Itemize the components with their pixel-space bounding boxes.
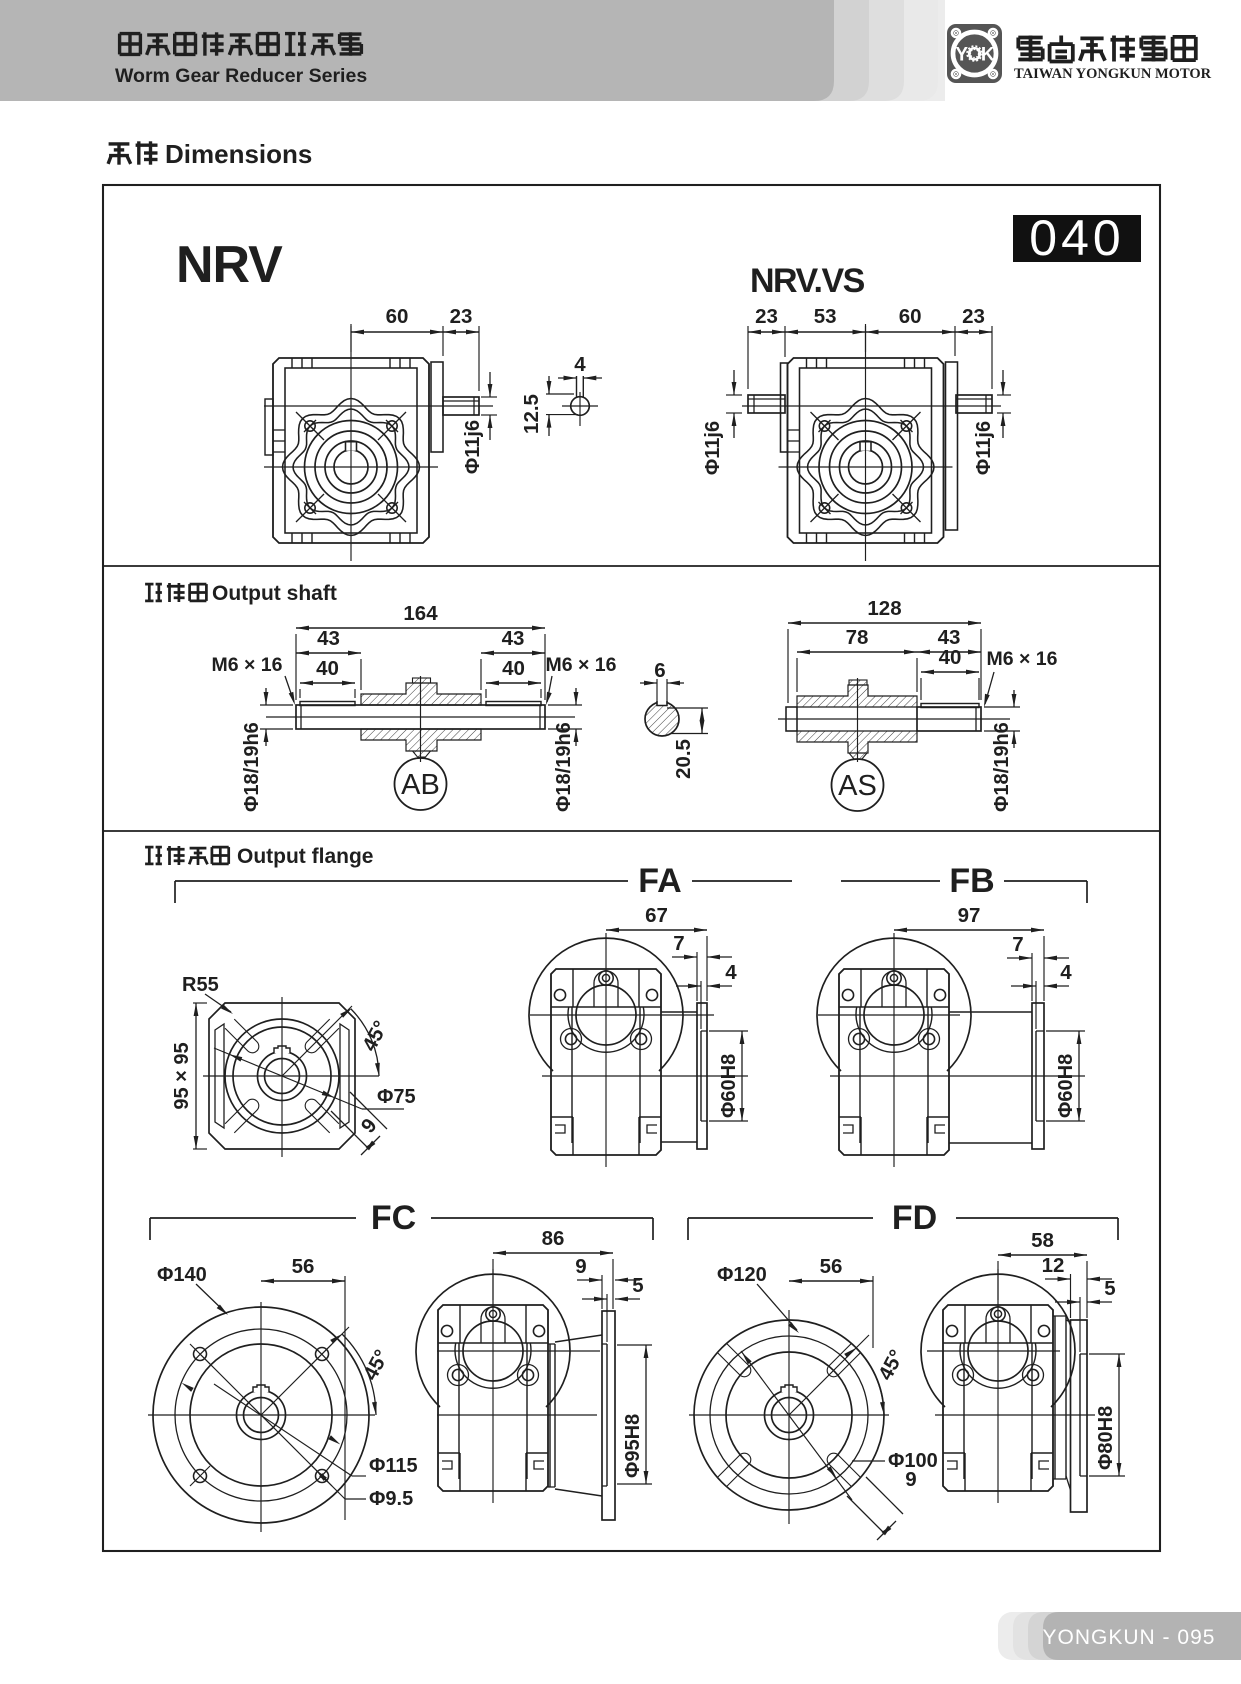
svg-text:7: 7 — [1012, 933, 1023, 956]
svg-text:Φ11j6: Φ11j6 — [702, 421, 724, 475]
svg-text:FC: FC — [371, 1199, 416, 1237]
svg-text:TAIWAN YONGKUN MOTOR: TAIWAN YONGKUN MOTOR — [1014, 66, 1212, 82]
svg-text:M6 × 16: M6 × 16 — [986, 648, 1057, 670]
svg-text:NRV.VS: NRV.VS — [750, 262, 865, 300]
svg-text:Φ120: Φ120 — [717, 1264, 767, 1286]
svg-text:43: 43 — [938, 626, 961, 649]
svg-text:Φ11j6: Φ11j6 — [973, 421, 995, 475]
svg-text:Φ140: Φ140 — [157, 1264, 207, 1286]
svg-text:78: 78 — [846, 626, 869, 649]
svg-text:97: 97 — [958, 904, 981, 927]
svg-text:40: 40 — [502, 657, 525, 680]
svg-text:7: 7 — [673, 932, 684, 955]
svg-text:5: 5 — [632, 1274, 643, 1297]
svg-text:Worm Gear Reducer Series: Worm Gear Reducer Series — [115, 65, 367, 87]
svg-text:58: 58 — [1031, 1229, 1054, 1252]
svg-text:Φ60H8: Φ60H8 — [718, 1054, 740, 1118]
svg-text:23: 23 — [450, 305, 473, 328]
svg-text:56: 56 — [820, 1255, 843, 1278]
svg-text:9: 9 — [575, 1255, 586, 1278]
svg-text:6: 6 — [654, 659, 665, 682]
svg-text:12.5: 12.5 — [520, 394, 543, 434]
svg-text:Φ75: Φ75 — [377, 1086, 416, 1108]
svg-text:40: 40 — [316, 657, 339, 680]
svg-text:FD: FD — [892, 1199, 937, 1237]
svg-text:4: 4 — [1060, 961, 1072, 984]
svg-text:23: 23 — [962, 305, 985, 328]
svg-text:45°: 45° — [358, 1017, 393, 1055]
svg-text:Φ95H8: Φ95H8 — [622, 1414, 644, 1478]
svg-text:AB: AB — [401, 769, 440, 801]
svg-text:60: 60 — [386, 305, 409, 328]
svg-text:43: 43 — [502, 627, 525, 650]
svg-text:4: 4 — [725, 961, 737, 984]
svg-text:Φ18/19h6: Φ18/19h6 — [991, 722, 1013, 812]
svg-text:M6 × 16: M6 × 16 — [211, 654, 282, 676]
svg-text:43: 43 — [317, 627, 340, 650]
svg-text:Φ9.5: Φ9.5 — [369, 1488, 413, 1510]
svg-text:95 × 95: 95 × 95 — [171, 1042, 193, 1109]
svg-text:53: 53 — [814, 305, 837, 328]
svg-text:60: 60 — [899, 305, 922, 328]
svg-text:9: 9 — [357, 1114, 382, 1138]
svg-text:YONGKUN - 095: YONGKUN - 095 — [1043, 1626, 1216, 1649]
svg-text:23: 23 — [755, 305, 778, 328]
svg-text:20.5: 20.5 — [672, 739, 695, 779]
svg-text:Dimensions: Dimensions — [165, 139, 312, 169]
svg-text:Φ18/19h6: Φ18/19h6 — [241, 722, 263, 812]
svg-text:R55: R55 — [182, 974, 219, 996]
svg-text:YOK: YOK — [955, 45, 994, 66]
svg-text:Φ80H8: Φ80H8 — [1095, 1406, 1117, 1470]
svg-text:NRV: NRV — [176, 236, 283, 294]
svg-text:Φ115: Φ115 — [369, 1455, 418, 1477]
svg-text:164: 164 — [403, 602, 438, 625]
svg-text:45°: 45° — [359, 1346, 394, 1384]
svg-text:Output flange: Output flange — [237, 845, 373, 868]
svg-text:12: 12 — [1042, 1254, 1065, 1277]
svg-text:Output shaft: Output shaft — [212, 582, 337, 605]
svg-text:4: 4 — [574, 353, 586, 376]
svg-text:56: 56 — [292, 1255, 315, 1278]
svg-text:40: 40 — [939, 646, 962, 669]
svg-text:M6 × 16: M6 × 16 — [545, 654, 616, 676]
svg-text:86: 86 — [542, 1227, 565, 1250]
svg-text:Φ60H8: Φ60H8 — [1055, 1054, 1077, 1118]
svg-text:67: 67 — [645, 904, 668, 927]
svg-text:45°: 45° — [874, 1346, 909, 1384]
svg-text:FA: FA — [638, 862, 681, 900]
svg-text:9: 9 — [905, 1468, 916, 1491]
svg-text:FB: FB — [949, 862, 994, 900]
svg-text:128: 128 — [867, 597, 901, 620]
svg-text:040: 040 — [1029, 210, 1124, 266]
svg-text:Φ100: Φ100 — [888, 1450, 938, 1472]
svg-text:Φ11j6: Φ11j6 — [462, 420, 484, 474]
svg-text:Φ18/19h6: Φ18/19h6 — [553, 722, 575, 812]
svg-text:5: 5 — [1104, 1277, 1115, 1300]
svg-text:AS: AS — [838, 770, 877, 802]
